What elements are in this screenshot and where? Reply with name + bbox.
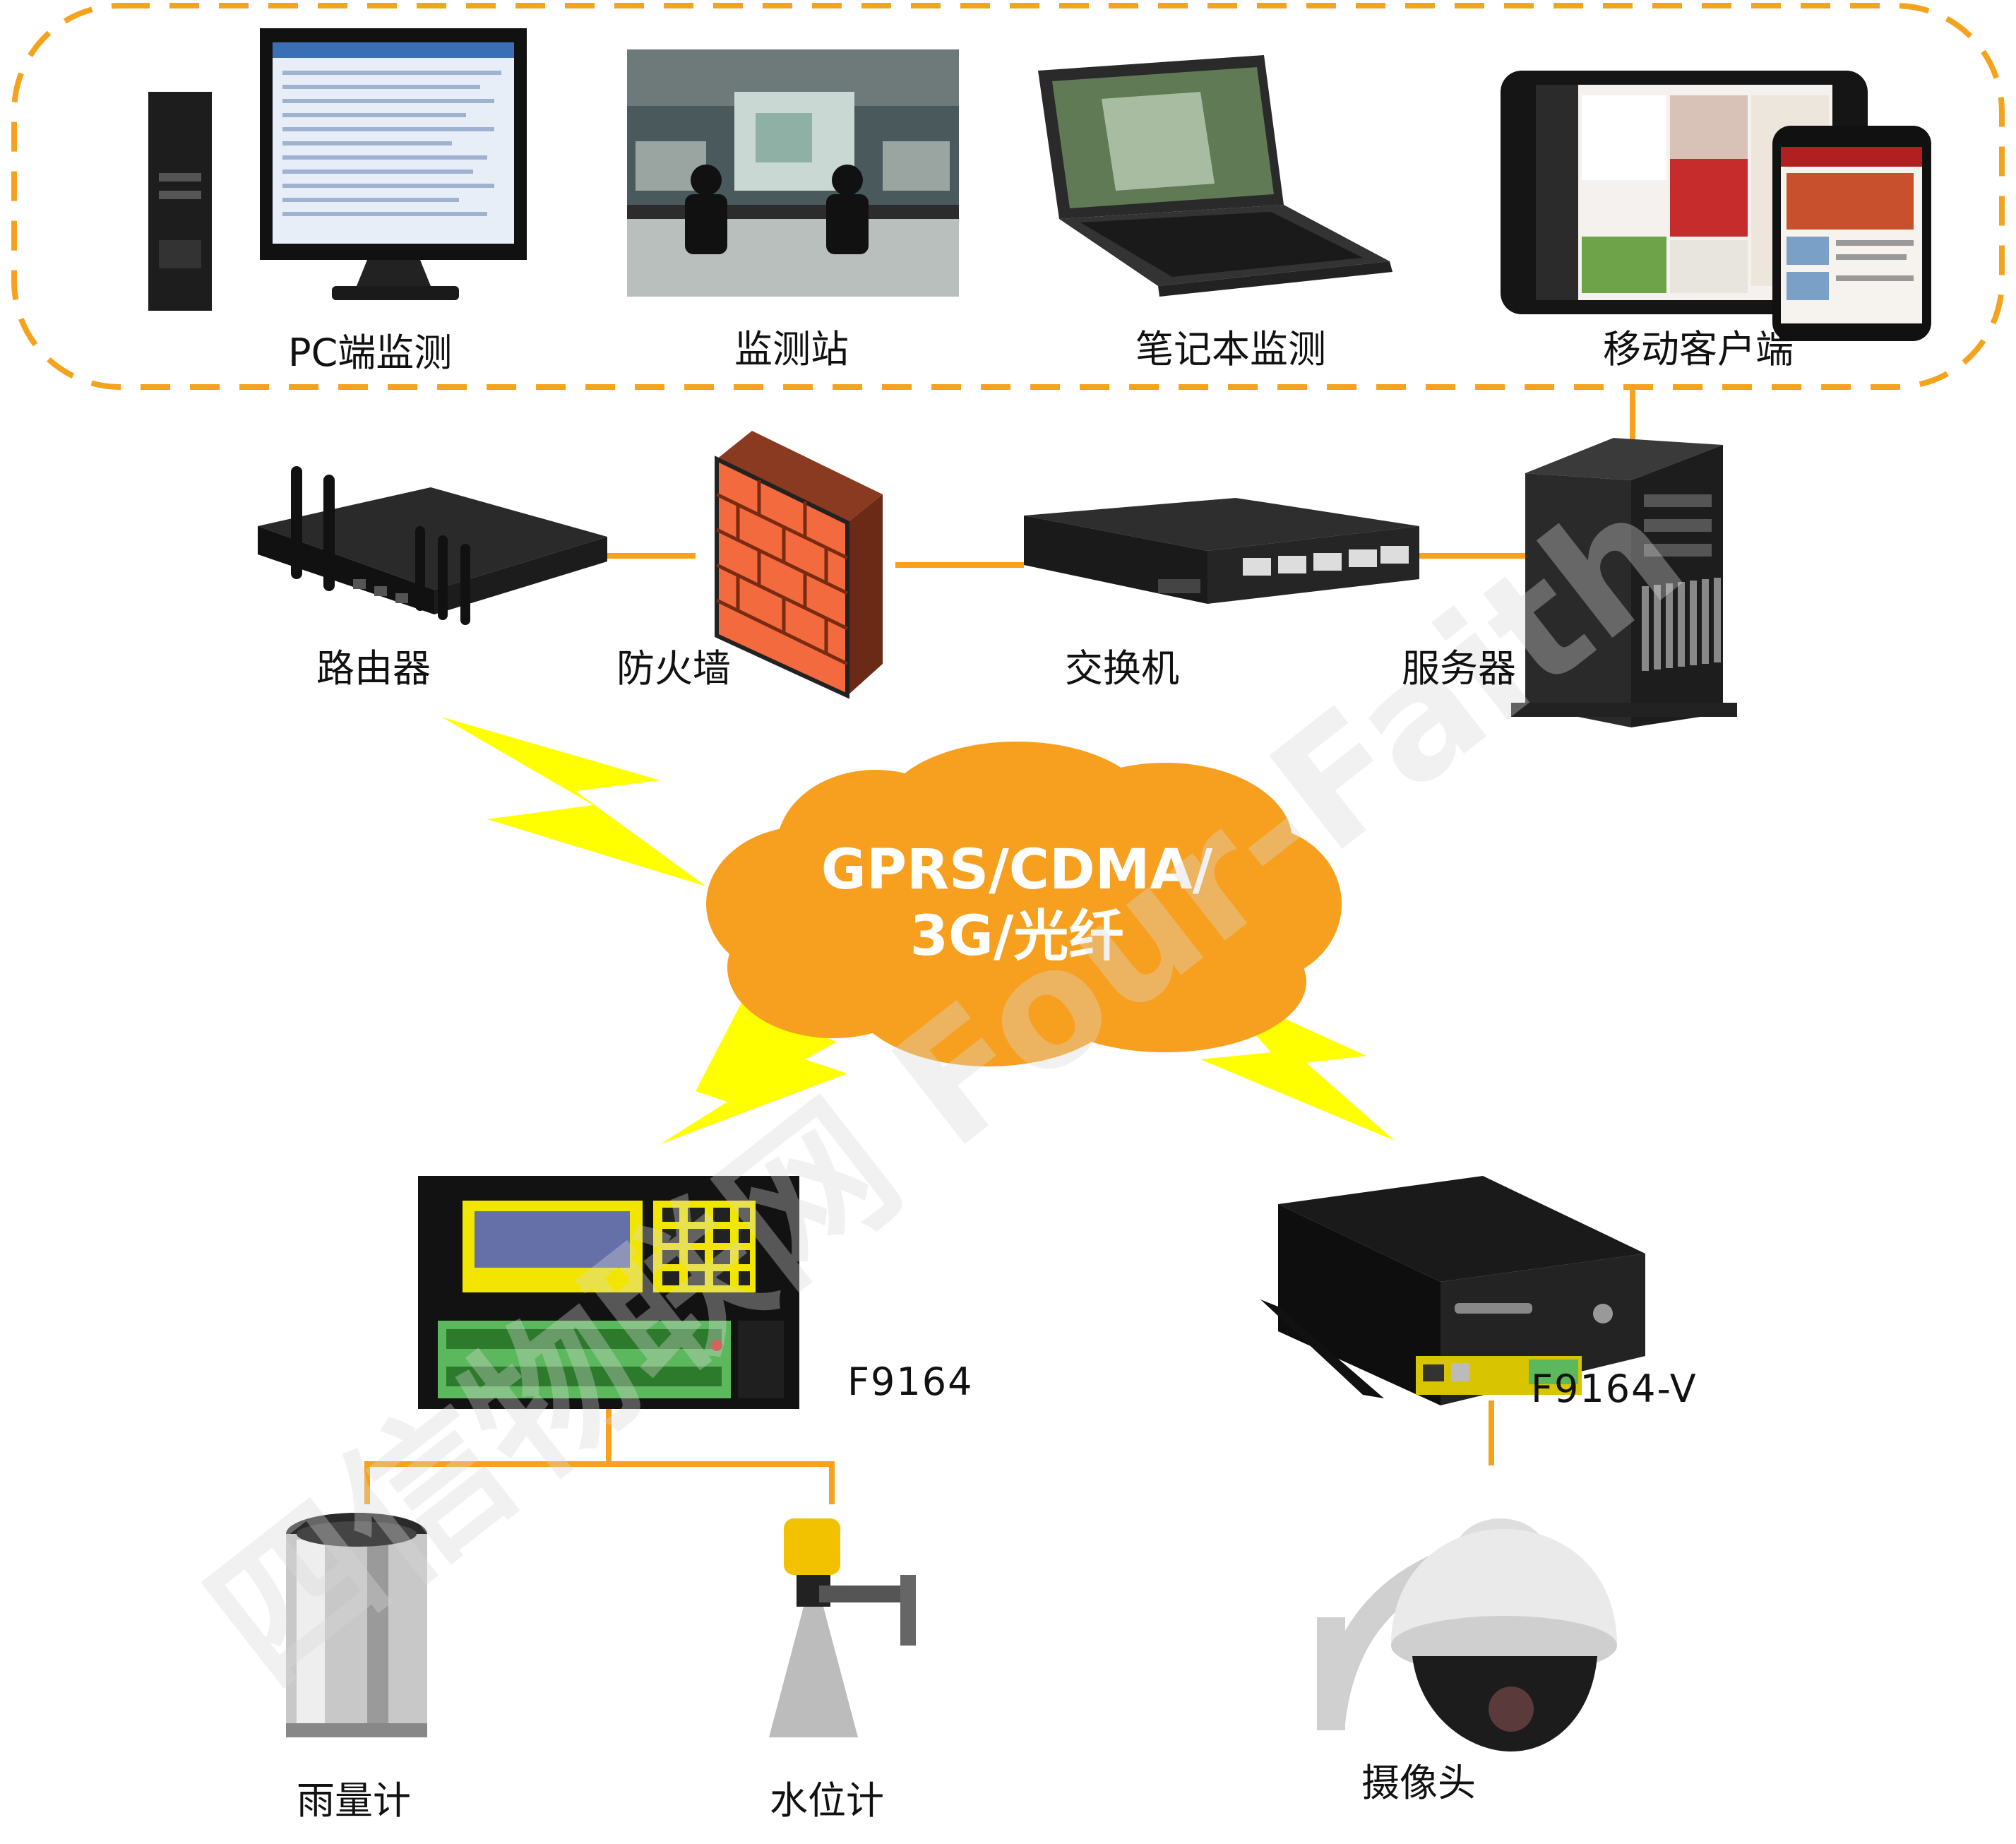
pc-icon — [148, 28, 527, 311]
firewall-label: 防火墙 — [616, 646, 731, 691]
camera-label: 摄像头 — [1361, 1761, 1476, 1805]
link-rtu-water — [609, 1461, 835, 1504]
cloud-text-line1: GPRS/CDMA/ — [821, 838, 1213, 902]
dvr-icon — [1260, 1176, 1645, 1405]
server-label: 服务器 — [1402, 646, 1516, 691]
rtu-label: F9164 — [847, 1360, 974, 1404]
firewall-icon — [715, 431, 883, 699]
mobile-icon — [1501, 71, 1931, 341]
station-photo — [627, 49, 959, 297]
mobile-label: 移动客户端 — [1603, 327, 1794, 371]
dvr-label: F9164-V — [1531, 1367, 1698, 1411]
router-icon — [258, 466, 607, 625]
server-icon — [1511, 438, 1737, 727]
rtu-icon — [418, 1176, 799, 1409]
pc-label: PC端监测 — [288, 331, 453, 375]
switch-label: 交换机 — [1065, 646, 1179, 691]
water-level-icon — [769, 1518, 916, 1737]
cloud-text-line2: 3G/光纤 — [910, 905, 1124, 968]
network-cloud — [706, 742, 1342, 1066]
laptop-icon — [1038, 55, 1392, 297]
router-label: 路由器 — [316, 646, 431, 691]
water-level-label: 水位计 — [770, 1778, 884, 1823]
connection-lines — [364, 385, 1635, 1504]
rain-gauge-icon — [286, 1513, 427, 1737]
camera-icon — [1317, 1518, 1617, 1751]
monitoring-group-border — [11, 3, 2005, 390]
switch-icon — [1024, 498, 1419, 604]
link-rtu-sensors — [364, 1409, 612, 1504]
laptop-label: 笔记本监测 — [1135, 327, 1326, 371]
rain-gauge-label: 雨量计 — [297, 1778, 411, 1823]
station-label: 监测站 — [734, 327, 849, 371]
lightning-icon-rtu — [660, 1003, 847, 1144]
lightning-icon-router — [441, 717, 706, 886]
